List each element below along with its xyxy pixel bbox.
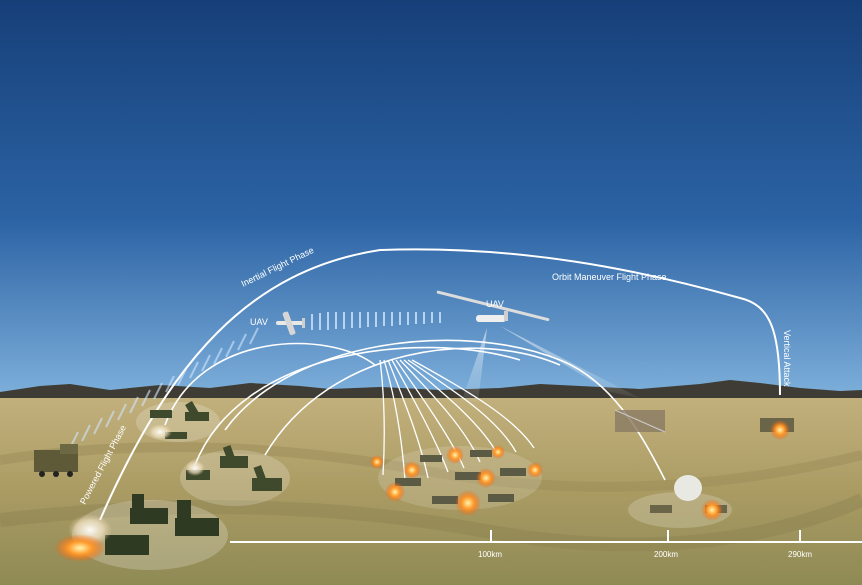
range-tick-label: 100km <box>478 550 502 559</box>
uav-right-label: UAV <box>486 299 504 309</box>
distant-structure-icon <box>614 409 666 433</box>
missile-arcs <box>164 339 666 481</box>
uav-sensor-beam <box>500 326 640 398</box>
mountain-range <box>0 380 862 402</box>
enemy-tank-icon <box>395 450 526 504</box>
command-vehicle-icon <box>34 444 78 477</box>
launch-plume <box>148 424 172 440</box>
submunition-arcs <box>379 359 535 481</box>
explosion-icon <box>370 445 543 516</box>
explosion-icon <box>701 499 723 521</box>
main-trajectory <box>99 248 781 521</box>
uav-left-label: UAV <box>250 317 268 327</box>
vertical-attack-target-icon <box>760 418 794 440</box>
rocket-launcher-icon <box>105 494 219 555</box>
vertical-attack-label: Vertical Attack <box>782 330 792 387</box>
orbit-phase-label: Orbit Maneuver Flight Phase <box>552 272 667 282</box>
launch-fire <box>54 534 106 562</box>
launcher-cluster-highlight <box>180 450 290 506</box>
uav-sensor-beam <box>505 322 740 392</box>
uav-sensor-beam <box>462 328 487 402</box>
uav-datalink-waves <box>311 312 441 330</box>
range-tick-label: 200km <box>654 550 678 559</box>
uav-left-icon <box>276 311 305 336</box>
rocket-launcher-icon <box>150 400 209 439</box>
launch-plume <box>185 460 205 476</box>
range-tick-label: 290km <box>788 550 812 559</box>
uav-right-icon <box>436 290 550 322</box>
sky <box>0 0 862 400</box>
